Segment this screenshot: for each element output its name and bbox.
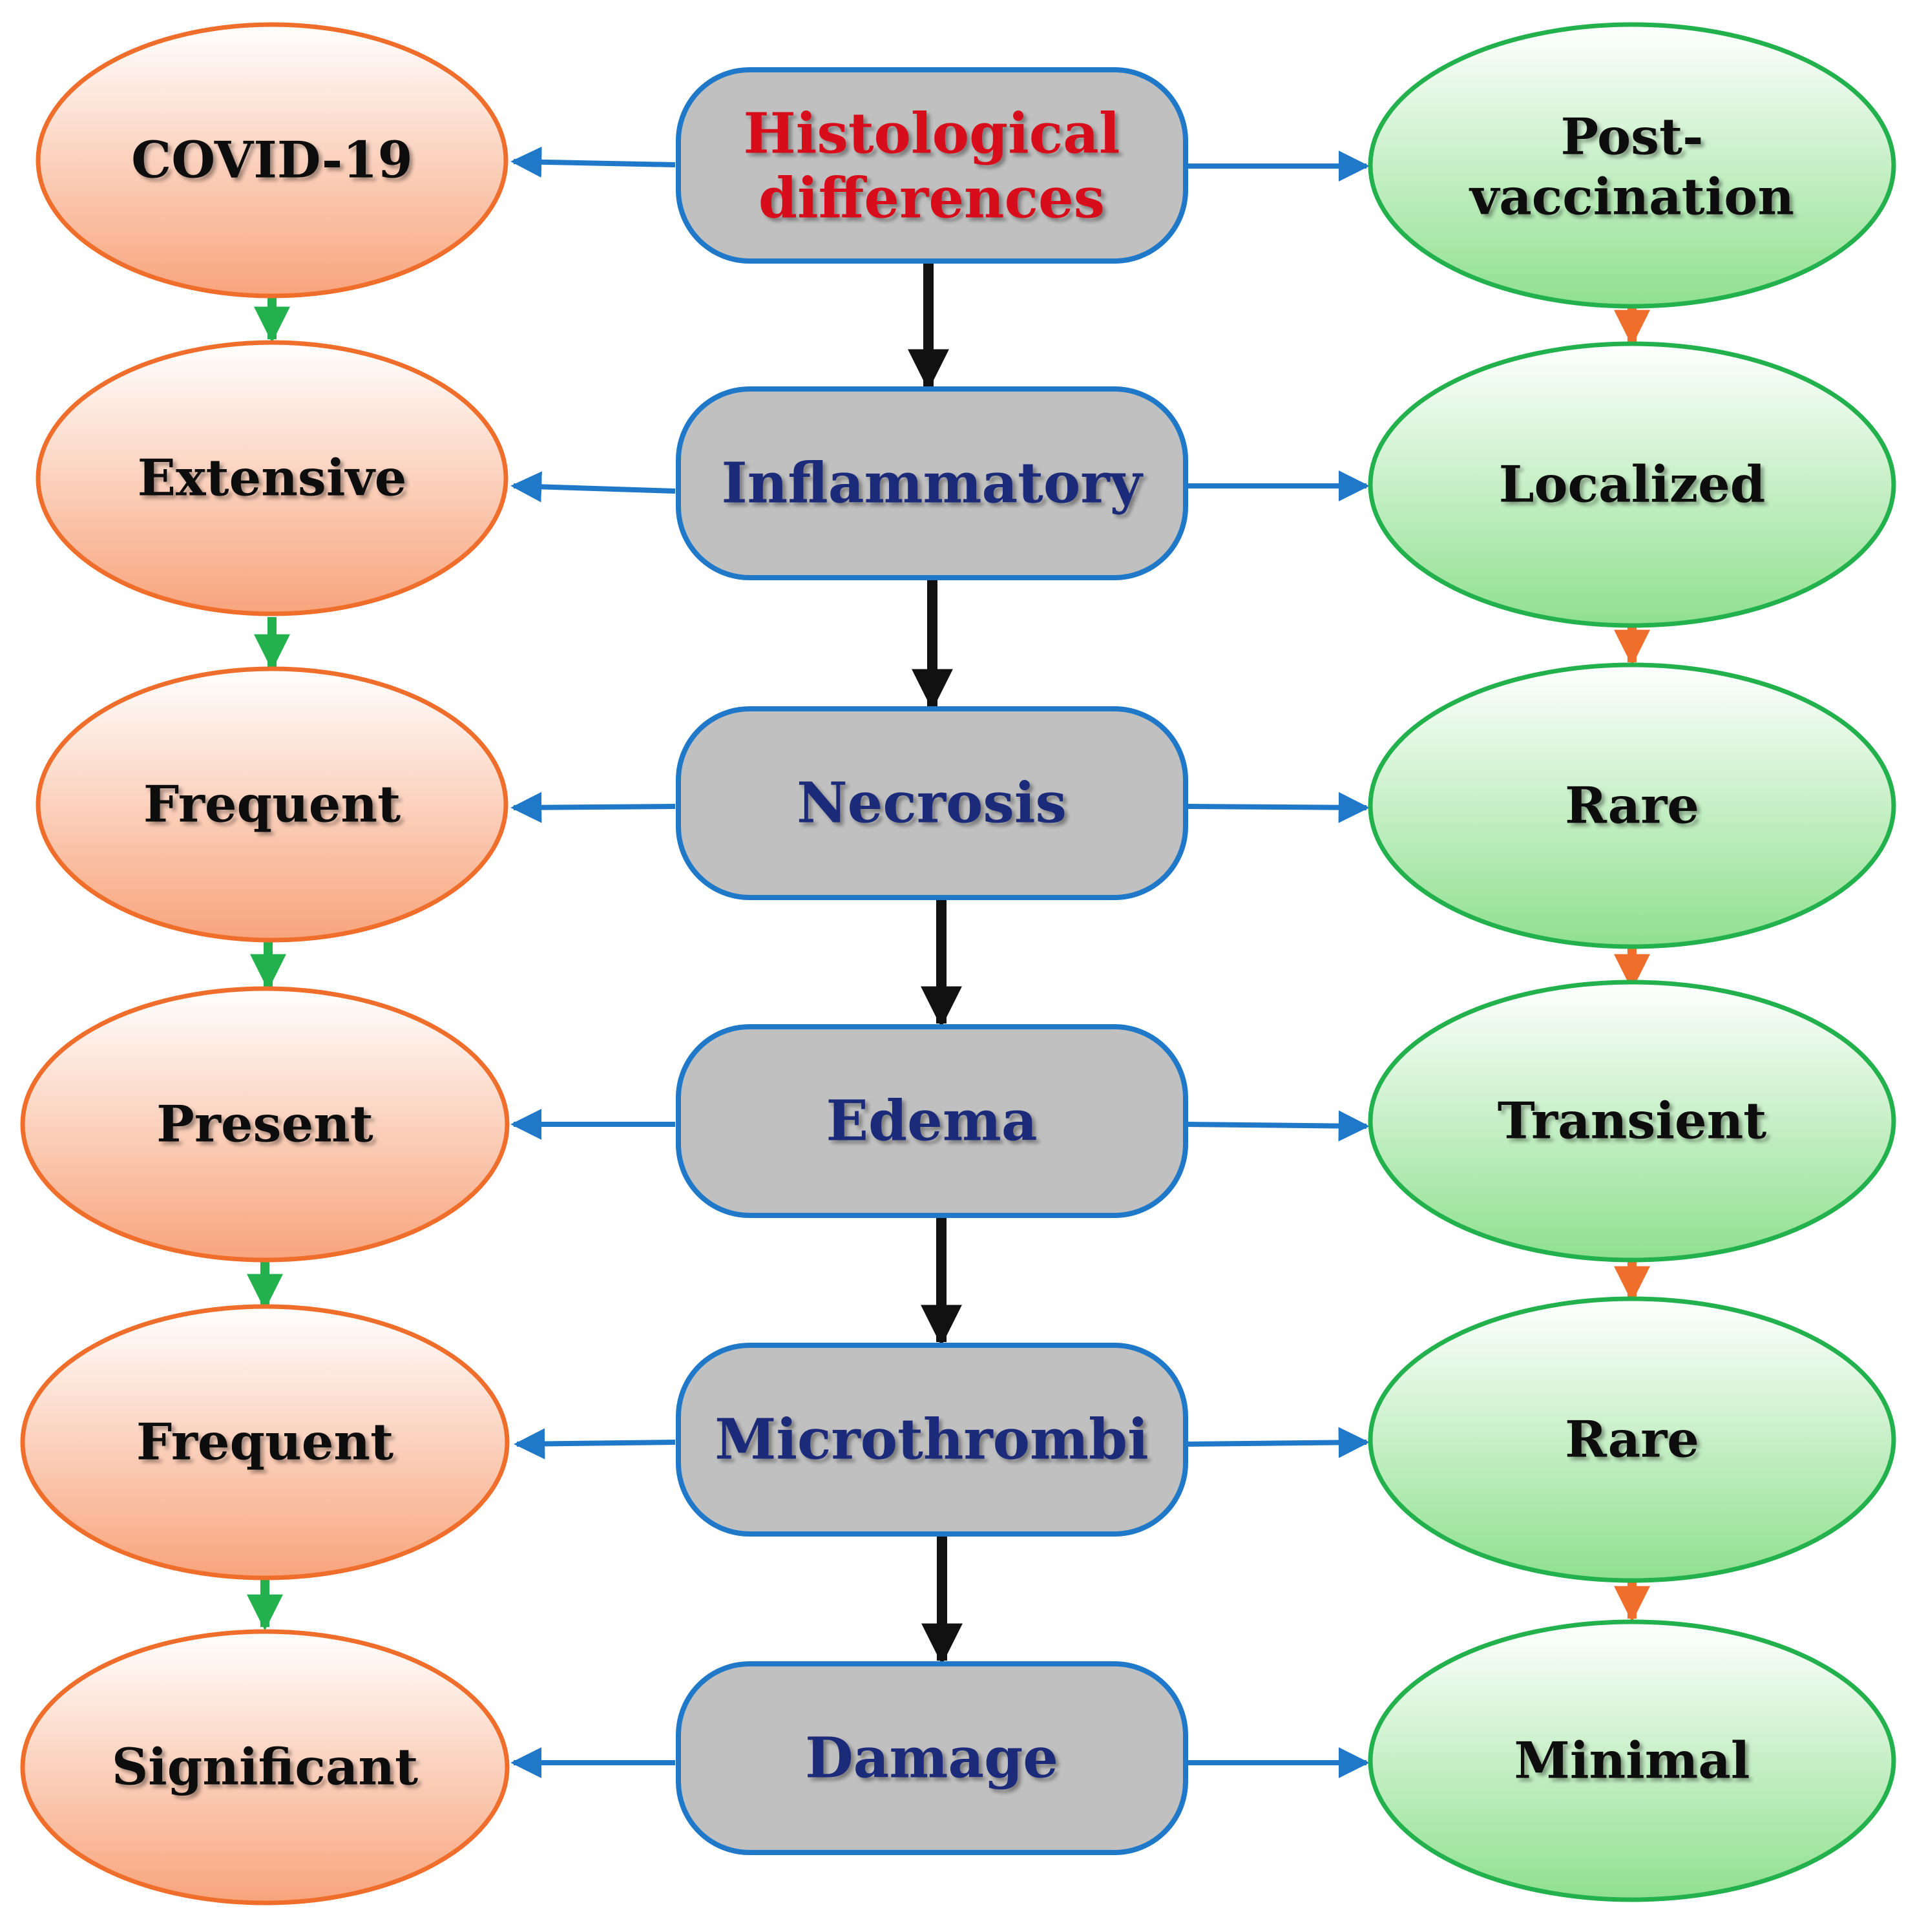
- left-label: Present: [156, 1095, 373, 1154]
- left-header-node: COVID-19: [36, 22, 508, 299]
- center-node-damage: Damage: [676, 1661, 1188, 1855]
- right-node: Rare: [1368, 662, 1896, 949]
- arrow-to-left: [510, 146, 676, 178]
- center-title-line-2: differences: [759, 166, 1105, 231]
- center-node-edema: Edema: [676, 1024, 1188, 1218]
- right-label: Transient: [1498, 1092, 1767, 1151]
- right-label: Minimal: [1514, 1732, 1750, 1790]
- center-label: Microthrombi: [715, 1407, 1149, 1473]
- center-label: Edema: [826, 1089, 1037, 1154]
- center-node-necrosis: Necrosis: [676, 706, 1188, 900]
- center-label: Necrosis: [797, 771, 1067, 836]
- center-column: Histological differences Inflammatory Ne…: [676, 67, 1188, 1855]
- arrow-to-left: [514, 1428, 676, 1460]
- left-node: Frequent: [36, 666, 508, 943]
- connector-arrows: [247, 146, 1650, 1778]
- arrow-to-right: [1186, 792, 1370, 823]
- center-node-inflammatory: Inflammatory: [676, 386, 1188, 580]
- right-header-line-1: Post-: [1561, 108, 1704, 167]
- center-label: Inflammatory: [721, 451, 1144, 516]
- right-label: Rare: [1565, 777, 1699, 835]
- right-label: Rare: [1565, 1411, 1699, 1469]
- right-label: Localized: [1499, 456, 1766, 514]
- arrow-to-right: [1186, 1110, 1370, 1142]
- center-node-microthrombi: Microthrombi: [676, 1343, 1188, 1537]
- left-node: Frequent: [20, 1304, 510, 1580]
- right-node: Transient: [1368, 980, 1896, 1263]
- right-node: Rare: [1368, 1296, 1896, 1583]
- right-header-line-2: vaccination: [1469, 168, 1794, 227]
- left-label: Extensive: [138, 449, 407, 508]
- arrow-to-right: [1186, 1427, 1370, 1458]
- right-header-node: Post- vaccination: [1368, 22, 1896, 309]
- left-column: COVID-19 Extensive Frequent Present Freq…: [20, 22, 510, 1906]
- arrow-to-left: [510, 471, 676, 503]
- left-header-label: COVID-19: [131, 131, 413, 190]
- right-node: Localized: [1368, 341, 1896, 628]
- left-label: Frequent: [136, 1413, 393, 1472]
- arrow-to-left: [510, 792, 676, 823]
- center-label: Damage: [805, 1726, 1058, 1791]
- center-title-node: Histological differences: [676, 67, 1188, 264]
- left-label: Frequent: [143, 775, 401, 834]
- right-node: Minimal: [1368, 1619, 1896, 1902]
- right-column: Post- vaccination Localized Rare Transie…: [1368, 22, 1896, 1902]
- left-label: Significant: [112, 1738, 418, 1797]
- left-node: Significant: [20, 1629, 510, 1906]
- center-title-line-1: Histological: [743, 101, 1120, 167]
- left-node: Present: [20, 986, 510, 1263]
- left-node: Extensive: [36, 340, 508, 616]
